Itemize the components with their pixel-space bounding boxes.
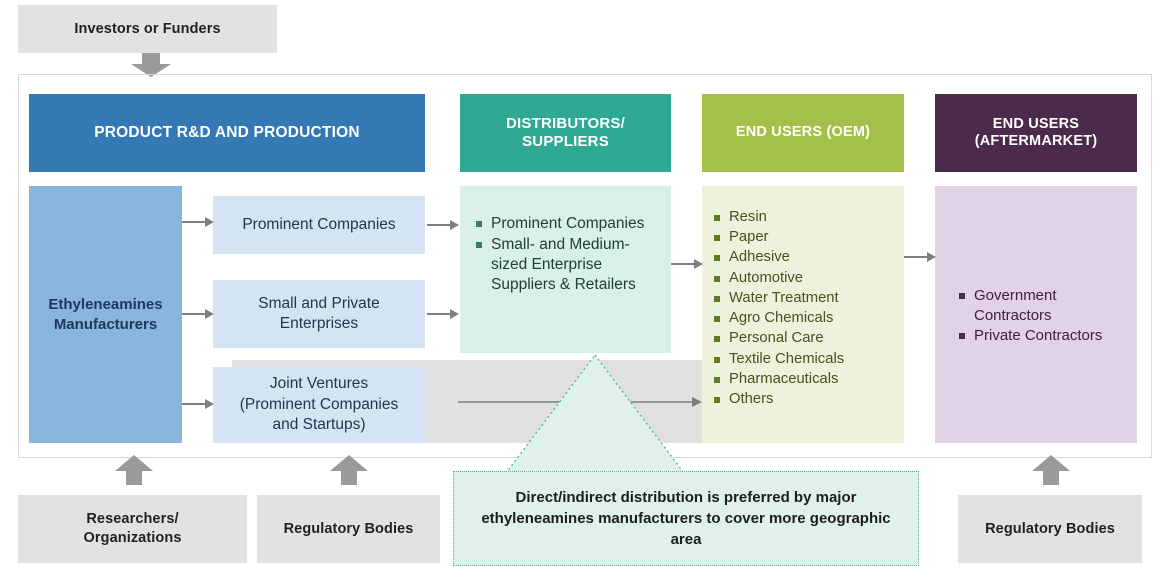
node-small-private-enterprises-label: Small and Private Enterprises: [258, 294, 380, 332]
header-product-rd-production-label: PRODUCT R&D AND PRODUCTION: [94, 123, 360, 141]
arrow-suppliers-to-oem-icon: [671, 259, 703, 269]
node-prominent-companies-label: Prominent Companies: [242, 215, 396, 233]
header-end-users-oem: END USERS (OEM): [702, 94, 904, 172]
list-item: Private Contractors: [957, 326, 1127, 346]
header-distributors-suppliers: DISTRIBUTORS/ SUPPLIERS: [460, 94, 671, 172]
up-arrow-regulatory-right-icon: [1032, 455, 1070, 485]
list-item: Pharmaceuticals: [712, 370, 896, 389]
up-arrow-researchers-icon: [115, 455, 153, 485]
node-small-private-enterprises: Small and Private Enterprises: [213, 280, 425, 348]
regulatory-bodies-right-box: Regulatory Bodies: [958, 495, 1142, 563]
list-item: Paper: [712, 228, 896, 247]
list-item: Others: [712, 390, 896, 409]
end-users-oem-content: Resin Paper Adhesive Automotive Water Tr…: [702, 186, 904, 443]
regulatory-bodies-right-label: Regulatory Bodies: [985, 520, 1115, 537]
list-item: Personal Care: [712, 329, 896, 348]
arrow-manufacturers-to-prominent-icon: [182, 217, 214, 227]
down-arrow-investors-icon: [131, 53, 171, 77]
arrow-manufacturers-to-small-private-icon: [182, 309, 214, 319]
arrow-prominent-to-suppliers-icon: [427, 220, 459, 230]
arrow-manufacturers-to-joint-ventures-icon: [182, 399, 214, 409]
ethyleneamines-manufacturers-box: Ethyleneamines Manufacturers: [29, 186, 182, 443]
end-users-oem-list: Resin Paper Adhesive Automotive Water Tr…: [712, 208, 896, 410]
arrow-oem-to-aftermarket-icon: [904, 252, 936, 262]
list-item: Government Contractors: [957, 286, 1127, 325]
end-users-aftermarket-content: Government Contractors Private Contracto…: [935, 186, 1137, 443]
callout-text: Direct/indirect distribution is preferre…: [481, 488, 891, 549]
list-item: Prominent Companies: [474, 214, 661, 234]
researchers-organizations-box: Researchers/ Organizations: [18, 495, 247, 563]
list-item: Water Treatment: [712, 289, 896, 308]
list-item: Resin: [712, 208, 896, 227]
list-item: Small- and Medium-sized Enterprise Suppl…: [474, 235, 661, 295]
distributors-suppliers-content: Prominent Companies Small- and Medium-si…: [460, 186, 671, 353]
regulatory-bodies-left-label: Regulatory Bodies: [283, 520, 414, 537]
distributors-suppliers-list: Prominent Companies Small- and Medium-si…: [474, 214, 661, 297]
investors-or-funders-label: Investors or Funders: [74, 20, 221, 37]
list-item: Adhesive: [712, 248, 896, 267]
callout-box: Direct/indirect distribution is preferre…: [453, 471, 919, 566]
header-distributors-suppliers-label: DISTRIBUTORS/ SUPPLIERS: [506, 115, 625, 150]
ethyleneamines-manufacturers-label: Ethyleneamines Manufacturers: [48, 296, 163, 333]
node-prominent-companies: Prominent Companies: [213, 196, 425, 254]
header-end-users-oem-label: END USERS (OEM): [735, 124, 871, 141]
researchers-organizations-label: Researchers/ Organizations: [83, 511, 182, 546]
list-item: Automotive: [712, 269, 896, 288]
list-item: Agro Chemicals: [712, 309, 896, 328]
header-product-rd-production: PRODUCT R&D AND PRODUCTION: [29, 94, 425, 172]
callout-pointer-icon: [504, 353, 686, 474]
header-end-users-aftermarket-label: END USERS (AFTERMARKET): [974, 115, 1098, 149]
header-end-users-aftermarket: END USERS (AFTERMARKET): [935, 94, 1137, 172]
up-arrow-regulatory-left-icon: [330, 455, 368, 485]
node-joint-ventures-label: Joint Ventures (Prominent Companies and …: [239, 375, 399, 434]
end-users-aftermarket-list: Government Contractors Private Contracto…: [957, 286, 1127, 347]
node-joint-ventures: Joint Ventures (Prominent Companies and …: [213, 367, 425, 443]
list-item: Textile Chemicals: [712, 350, 896, 369]
regulatory-bodies-left-box: Regulatory Bodies: [257, 495, 440, 563]
investors-or-funders-box: Investors or Funders: [18, 5, 277, 53]
arrow-small-private-to-suppliers-icon: [427, 309, 459, 319]
